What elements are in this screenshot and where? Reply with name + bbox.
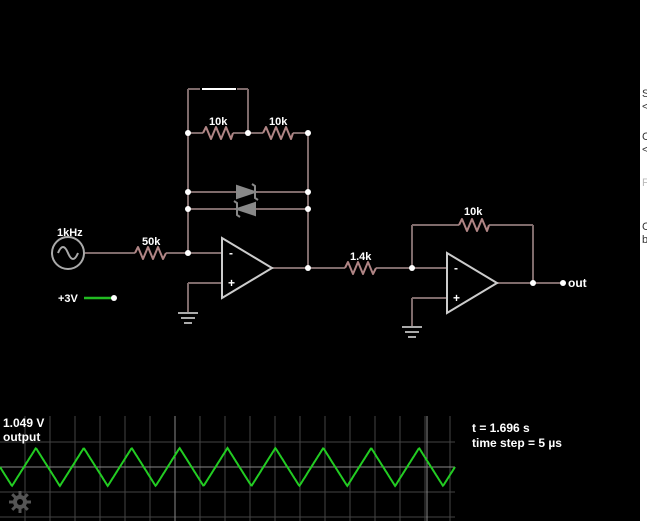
- side-text-1: S: [642, 88, 647, 100]
- opamp-2[interactable]: - +: [446, 251, 499, 315]
- side-text-5: F: [642, 177, 647, 189]
- side-panel: S < C < F C b: [640, 0, 647, 521]
- settings-gear-icon[interactable]: [8, 490, 32, 514]
- resistor-fb2[interactable]: [262, 126, 294, 140]
- wires: [85, 88, 563, 326]
- scope-grid: [0, 416, 455, 521]
- scope-trace: [0, 446, 456, 488]
- r-fb2-label: 10k: [269, 116, 288, 128]
- dc-source-label: +3V: [58, 293, 79, 305]
- scope-probe-label: output: [3, 430, 41, 444]
- r-fb1-label: 10k: [209, 116, 228, 128]
- side-text-3: C: [642, 131, 647, 143]
- opamp2-minus-label: -: [454, 261, 458, 275]
- ground-icon: [178, 312, 198, 324]
- side-text-6: C: [642, 221, 647, 233]
- sim-info: t = 1.696 s time step = 5 µs: [472, 421, 562, 451]
- r-input-label: 50k: [142, 236, 161, 248]
- resistor-fb1[interactable]: [202, 126, 234, 140]
- r-mid-label: 1.4k: [350, 251, 372, 263]
- opamp1-minus-label: -: [229, 246, 233, 260]
- resistor-fb3[interactable]: [458, 218, 490, 232]
- nodes: [111, 130, 566, 301]
- side-text-2: <: [642, 101, 647, 113]
- opamp1-plus-label: +: [228, 276, 235, 290]
- ground-icon: [402, 326, 422, 338]
- opamp-1[interactable]: - +: [221, 236, 274, 300]
- side-text-4: <: [642, 144, 647, 156]
- scope-voltage: 1.049 V: [3, 416, 45, 430]
- r-fb3-label: 10k: [464, 206, 483, 218]
- ac-source-icon[interactable]: [51, 236, 85, 270]
- output-label: out: [568, 276, 587, 290]
- source-freq-label: 1kHz: [57, 227, 83, 239]
- side-text-7: b: [642, 234, 647, 246]
- zener-diodes[interactable]: [233, 183, 259, 218]
- scope-readout: 1.049 V output: [3, 416, 44, 444]
- resistor-mid[interactable]: [344, 261, 377, 275]
- sim-timestep: time step = 5 µs: [472, 436, 562, 450]
- resistor-input[interactable]: [134, 246, 167, 260]
- sim-time: t = 1.696 s: [472, 421, 530, 435]
- opamp2-plus-label: +: [453, 291, 460, 305]
